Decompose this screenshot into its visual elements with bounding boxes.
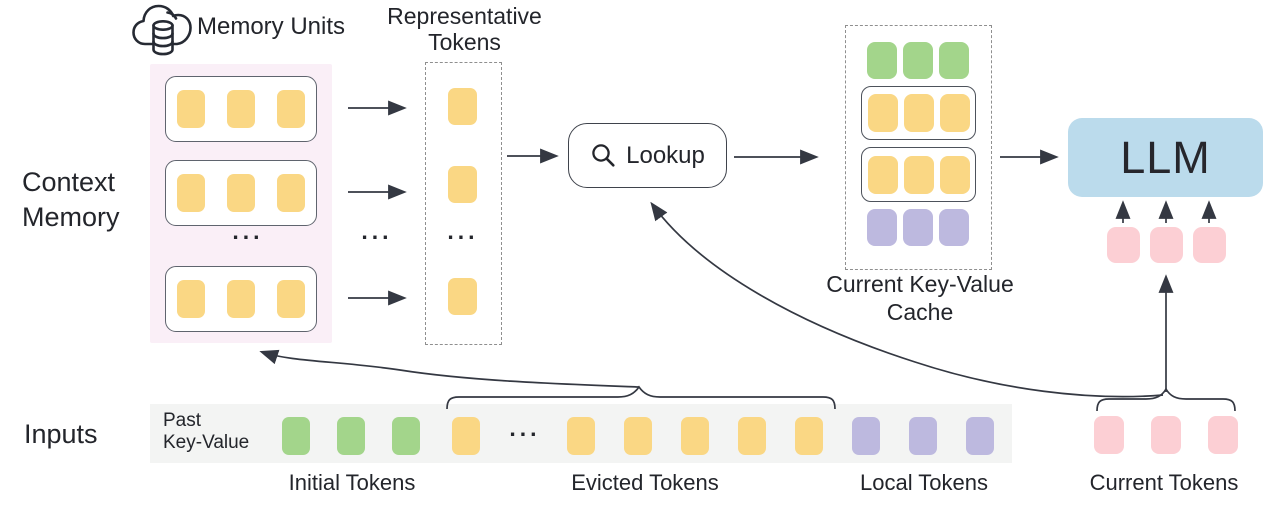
search-icon xyxy=(592,144,615,167)
initial-tokens-label: Initial Tokens xyxy=(288,470,416,495)
current-tokens-label: Current Tokens xyxy=(1089,470,1239,495)
purple-token xyxy=(909,417,937,455)
green-token xyxy=(392,417,420,455)
evicted-to-memory-curve xyxy=(259,349,640,388)
yellow-token xyxy=(903,155,934,194)
green-token xyxy=(282,417,310,455)
representative-ellipsis: ... xyxy=(447,218,479,244)
lookup-label: Lookup xyxy=(626,141,705,169)
purple-token xyxy=(966,417,994,455)
yellow-token xyxy=(738,417,766,455)
current-kv-cache-label: Current Key-Value Cache xyxy=(826,271,1014,325)
memory-unit-row xyxy=(165,76,317,142)
representative-tokens-box xyxy=(425,62,502,345)
local-tokens-label: Local Tokens xyxy=(859,470,988,495)
pink-token xyxy=(1150,227,1183,263)
strip-ellipsis: ... xyxy=(509,415,541,441)
yellow-token xyxy=(939,155,970,194)
current-tokens-brace xyxy=(1096,387,1236,412)
llm-input-tokens xyxy=(1107,227,1226,263)
yellow-token xyxy=(448,166,477,203)
yellow-token xyxy=(227,280,255,318)
green-token xyxy=(902,42,933,79)
cache-initial-row xyxy=(845,42,990,79)
memory-cloud-icon xyxy=(132,4,192,56)
yellow-token xyxy=(177,90,205,128)
pink-token xyxy=(1107,227,1140,263)
yellow-token xyxy=(448,278,477,315)
representative-tokens-label: Representative Tokens xyxy=(387,3,542,55)
yellow-token xyxy=(939,94,970,132)
cache-local-row xyxy=(845,209,990,246)
yellow-token xyxy=(452,417,480,455)
yellow-token xyxy=(567,417,595,455)
yellow-token xyxy=(795,417,823,455)
yellow-token xyxy=(903,94,934,132)
pink-token xyxy=(1193,227,1226,263)
purple-token xyxy=(938,209,969,246)
green-token xyxy=(938,42,969,79)
evicted-token-first xyxy=(452,417,480,455)
context-memory-label: Context Memory xyxy=(22,167,120,232)
cache-memory-unit-row xyxy=(861,86,976,140)
yellow-token xyxy=(277,90,305,128)
past-key-value-label: Past Key-Value xyxy=(163,410,250,453)
yellow-token xyxy=(227,174,255,212)
yellow-token xyxy=(681,417,709,455)
current-tokens-group xyxy=(1094,416,1238,454)
purple-token xyxy=(866,209,897,246)
llm-label: LLM xyxy=(1120,131,1211,183)
inputs-label: Inputs xyxy=(24,419,98,449)
memory-unit-row xyxy=(165,160,317,226)
local-tokens-group xyxy=(852,417,994,455)
middle-ellipsis: ... xyxy=(361,218,393,244)
initial-tokens-group xyxy=(282,417,420,455)
purple-token xyxy=(852,417,880,455)
green-token xyxy=(866,42,897,79)
yellow-token xyxy=(177,280,205,318)
yellow-token xyxy=(448,88,477,125)
yellow-token xyxy=(227,90,255,128)
yellow-token xyxy=(277,174,305,212)
yellow-token xyxy=(867,155,898,194)
yellow-token xyxy=(177,174,205,212)
yellow-token xyxy=(867,94,898,132)
pink-token xyxy=(1208,416,1238,454)
memory-panel-ellipsis: ... xyxy=(232,218,264,244)
memory-units-label: Memory Units xyxy=(197,13,346,40)
llm-box: LLM xyxy=(1068,118,1263,197)
pink-token xyxy=(1094,416,1124,454)
memory-unit-row xyxy=(165,266,317,332)
cache-memory-unit-row xyxy=(861,147,976,202)
evicted-tokens-label: Evicted Tokens xyxy=(571,470,719,495)
lookup-box: Lookup xyxy=(568,123,727,188)
evicted-tokens-group xyxy=(567,417,823,455)
green-token xyxy=(337,417,365,455)
yellow-token xyxy=(624,417,652,455)
representative-token-column xyxy=(448,88,477,316)
pink-token xyxy=(1151,416,1181,454)
purple-token xyxy=(902,209,933,246)
yellow-token xyxy=(277,280,305,318)
